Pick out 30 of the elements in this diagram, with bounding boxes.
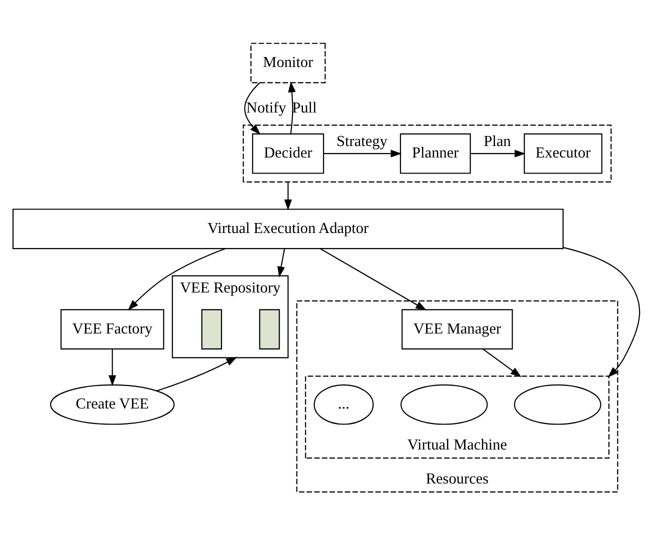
arrow <box>288 80 296 134</box>
arrow <box>156 356 238 391</box>
node-box: Decider <box>252 132 324 174</box>
node-box: Virtual Execution Adaptor <box>12 208 564 249</box>
node-ellipse: ... <box>314 384 374 424</box>
arrow <box>277 248 286 277</box>
arrow <box>108 348 116 386</box>
node-ellipse <box>514 384 602 424</box>
node-box: Monitor <box>250 42 326 83</box>
edge-label: Plan <box>484 132 511 150</box>
edge-label: Notify <box>246 98 286 116</box>
cluster: VEE Repository <box>172 274 289 358</box>
arrow <box>320 248 427 310</box>
node-ellipse: Create VEE <box>50 384 175 424</box>
node-ellipse <box>400 384 488 424</box>
arrow <box>470 149 526 157</box>
arrow <box>284 181 292 210</box>
arrow <box>482 348 522 377</box>
arrow <box>563 246 640 378</box>
node-box: Executor <box>524 132 602 174</box>
node-box: Planner <box>400 132 471 174</box>
node-box: VEE Manager <box>402 308 513 349</box>
arrow <box>244 82 261 134</box>
node-box <box>259 308 280 349</box>
edge-label: Strategy <box>336 132 388 150</box>
node-box <box>201 308 222 349</box>
arrow <box>128 248 226 310</box>
edge-label: Pull <box>292 98 317 116</box>
arrow <box>324 149 402 157</box>
node-box: VEE Factory <box>60 308 164 349</box>
